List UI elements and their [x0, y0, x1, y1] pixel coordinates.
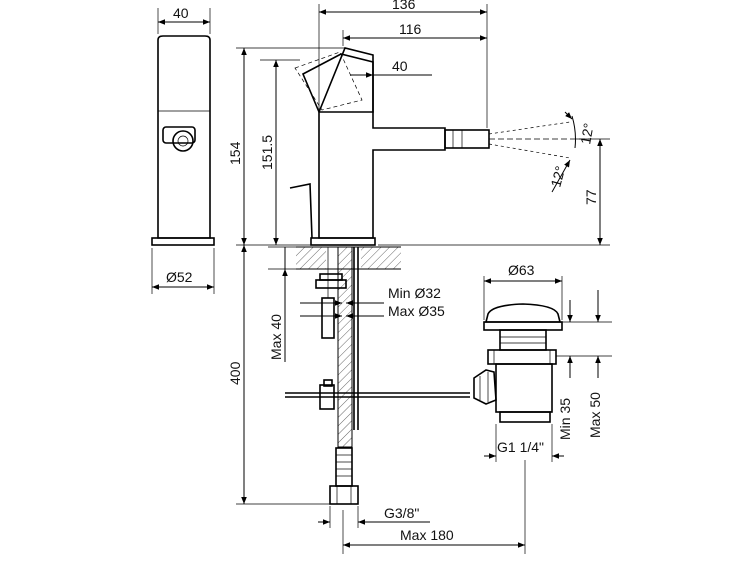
waste-body-upper [499, 329, 547, 351]
lever-handle [301, 53, 374, 113]
front-base-plate [151, 237, 215, 246]
front-lever-knob-inner [177, 135, 189, 147]
deck-section-right [361, 247, 401, 269]
front-lever-stem [162, 126, 196, 144]
dim-lever-width: 40 [392, 58, 408, 74]
dim-hole-diameter: Ø63 [508, 262, 535, 278]
inlet-nut [329, 485, 359, 505]
dim-spray-angle-bottom: 12° [547, 164, 568, 189]
dim-spout-height: 151.5 [259, 135, 275, 170]
dim-side-width: 40 [173, 5, 189, 21]
installation-view: Min Ø32 Max Ø35 Max 40 400 G3/8" Max 180 [227, 245, 526, 554]
deck-section-left [296, 247, 326, 269]
angle-arc-bottom [551, 159, 571, 193]
spray-line-bottom [488, 143, 571, 159]
dim-deck-hole-max: Max Ø35 [388, 303, 445, 319]
spray-line-top [488, 121, 571, 135]
waste-body-lower [495, 363, 553, 413]
waste-cap [484, 303, 562, 323]
waste-nut [487, 349, 557, 365]
dim-deck-hole-min: Min Ø32 [388, 285, 441, 301]
spout-nozzle [444, 129, 490, 149]
angle-arc-top [571, 115, 576, 149]
side-base-plate [310, 237, 376, 246]
waste-lever-knob [473, 369, 497, 405]
dim-deck-max: Max 40 [268, 314, 284, 360]
dim-waste-max: Max 50 [587, 392, 603, 438]
front-lever-knob [172, 130, 194, 152]
dim-base-diameter: Ø52 [166, 269, 193, 285]
waste-tail [499, 411, 551, 423]
front-view: 40 Ø52 [151, 5, 215, 294]
dim-total-length: 136 [392, 0, 416, 12]
dim-outlet-height: 77 [583, 189, 599, 205]
dim-spout-length: 116 [399, 21, 422, 37]
dim-spray-angle-top: 12° [577, 122, 596, 146]
front-body-outline [157, 35, 211, 239]
dim-waste-thread: G1 1/4" [497, 439, 544, 455]
dim-total-height: 154 [227, 141, 243, 165]
braided-hose [337, 246, 353, 448]
lever-alt-position [294, 51, 363, 111]
waste-view: Ø63 Min 35 Max 50 G1 1/4" [473, 262, 612, 462]
faucet-body-outline [318, 47, 446, 239]
pop-up-rod-top [289, 183, 313, 239]
dim-waste-min: Min 35 [557, 398, 573, 440]
dim-inlet-thread: G3/8" [384, 505, 419, 521]
dim-rod-max: Max 180 [400, 527, 454, 543]
waste-flange [483, 321, 563, 331]
dim-hose-length: 400 [227, 361, 243, 385]
side-view: 136 116 40 154 151.5 12° 12° 77 [227, 0, 610, 246]
hose-ferrule [335, 447, 353, 487]
mounting-stud [321, 297, 335, 339]
rod-clamp [319, 384, 335, 410]
